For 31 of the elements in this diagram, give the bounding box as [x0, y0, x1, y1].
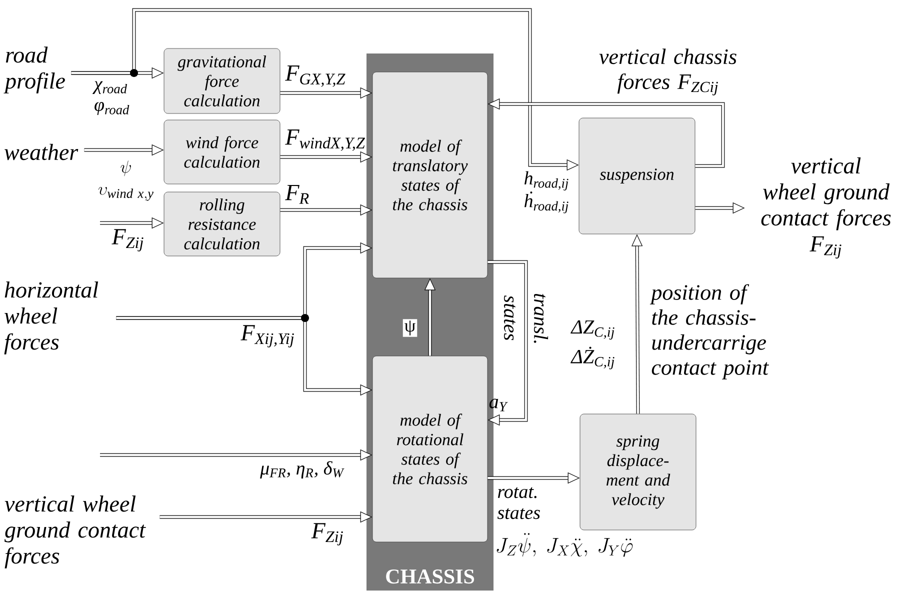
- edge-label: rotat. states: [497, 487, 540, 520]
- formula-label: ΔŻ$_{C,ij}$: [570, 346, 614, 370]
- process-box: spring displace- ment and velocity: [580, 414, 696, 530]
- edge-label: F$_{R}$: [285, 185, 309, 204]
- edge-label: F$_{windX,Y,Z}$: [285, 130, 366, 151]
- input-label: weather: [4, 144, 78, 160]
- edge-label: F$_{Zij}$: [112, 229, 144, 252]
- input-label: road profile: [4, 46, 65, 94]
- edge-label: F$_{Xij,Yij}$: [240, 325, 294, 348]
- formula-label: ΔZ$_{C,ij}$: [570, 320, 614, 340]
- input-label: horizontal wheel forces: [4, 282, 98, 354]
- process-box: wind force calculation: [164, 120, 280, 184]
- edge-label: F$_{GX,Y,Z}$: [285, 66, 346, 87]
- edge-label: ψ: [402, 319, 418, 337]
- input-label: vertical wheel ground contact forces: [4, 496, 146, 568]
- output-label: vertical wheel ground contact forces F$_{Zij}$: [761, 157, 891, 259]
- edge-label: vertical chassis forces F$_{ZCij}$: [599, 48, 736, 96]
- edge-label: χ$_{road}$ φ$_{road}$: [92, 81, 130, 115]
- process-box: suspension: [578, 118, 696, 234]
- process-box: model of translatory states of the chassis: [372, 72, 488, 278]
- process-box: gravitational force calculation: [164, 48, 280, 114]
- process-box: rolling resistance calculation: [164, 192, 280, 256]
- edge-label: h$_{road,ij}$ ḣ$_{road,ij}$: [524, 171, 568, 214]
- edge-label: transl. states: [504, 294, 548, 343]
- edge-label: F$_{Zij}$: [311, 523, 343, 546]
- formula-label: $J_{Z}\ddot{\psi},\ J_{X}\ddot{\chi},\ J_{Y}\ddot{\varphi}$: [496, 533, 633, 557]
- process-box: model of rotational states of the chassis: [372, 356, 488, 542]
- edge-label: μ$_{FR}$, η$_{R}$, δ$_{W}$: [260, 461, 344, 479]
- arrow: [488, 260, 528, 426]
- edge-label: $\begin{array}{c}\psi\\ \upsilon_{\mathit{wind\ x,y}}\end{array}$: [98, 160, 154, 201]
- edge-label: position of the chassis- undercarrige contact point: [650, 284, 769, 380]
